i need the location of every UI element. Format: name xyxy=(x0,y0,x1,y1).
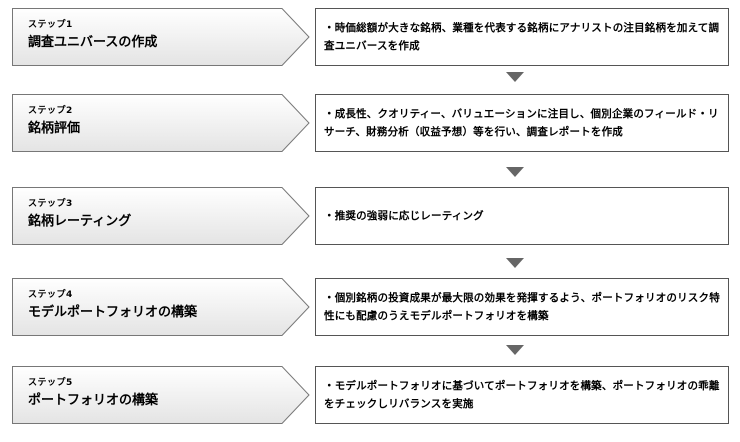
down-arrow-icon xyxy=(506,72,524,82)
step-description: ・時価総額が大きな銘柄、業種を代表する銘柄にアナリストの注目銘柄を加えて調査ユニ… xyxy=(324,22,720,52)
step-description-box: ・時価総額が大きな銘柄、業種を代表する銘柄にアナリストの注目銘柄を加えて調査ユニ… xyxy=(315,8,729,66)
step-description: ・個別銘柄の投資成果が最大限の効果を発揮するよう、ポートフォリオのリスク特性にも… xyxy=(324,292,720,322)
step-title: 銘柄評価 xyxy=(28,121,81,136)
down-arrow-icon xyxy=(506,258,524,268)
step-chevron-5 xyxy=(12,366,310,424)
down-arrow-icon xyxy=(506,345,524,355)
step-row-3: ステップ3 銘柄レーティング ・推奨の強弱に応じレーティング xyxy=(0,187,740,245)
step-description: ・モデルポートフォリオに基づいてポートフォリオを構築、ポートフォリオの乖離をチェ… xyxy=(324,380,720,410)
step-description: ・成長性、クオリティー、バリュエーションに注目し、個別企業のフィールド・リサーチ… xyxy=(324,108,719,138)
step-row-5: ステップ5 ポートフォリオの構築 ・モデルポートフォリオに基づいてポートフォリオ… xyxy=(0,366,740,424)
step-description-box: ・推奨の強弱に応じレーティング xyxy=(315,187,729,245)
step-row-2: ステップ2 銘柄評価 ・成長性、クオリティー、バリュエーションに注目し、個別企業… xyxy=(0,94,740,152)
down-arrow-icon xyxy=(506,167,524,177)
step-title: モデルポートフォリオの構築 xyxy=(28,305,198,320)
step-description: ・推奨の強弱に応じレーティング xyxy=(324,210,484,222)
step-chevron-4 xyxy=(12,278,310,336)
step-description-box: ・個別銘柄の投資成果が最大限の効果を発揮するよう、ポートフォリオのリスク特性にも… xyxy=(315,278,729,336)
step-description-box: ・モデルポートフォリオに基づいてポートフォリオを構築、ポートフォリオの乖離をチェ… xyxy=(315,366,729,424)
step-row-1: ステップ1 調査ユニバースの作成 ・時価総額が大きな銘柄、業種を代表する銘柄にア… xyxy=(0,8,740,66)
step-title: ポートフォリオの構築 xyxy=(28,393,159,408)
step-label: ステップ5 xyxy=(28,378,73,388)
step-label: ステップ3 xyxy=(28,199,73,209)
step-row-4: ステップ4 モデルポートフォリオの構築 ・個別銘柄の投資成果が最大限の効果を発揮… xyxy=(0,278,740,336)
step-chevron-2 xyxy=(12,94,310,152)
step-description-box: ・成長性、クオリティー、バリュエーションに注目し、個別企業のフィールド・リサーチ… xyxy=(315,94,729,152)
step-chevron-3 xyxy=(12,187,310,245)
step-title: 銘柄レーティング xyxy=(28,214,132,229)
step-title: 調査ユニバースの作成 xyxy=(28,35,158,50)
step-label: ステップ1 xyxy=(28,20,73,30)
step-chevron-1 xyxy=(12,8,310,66)
step-label: ステップ2 xyxy=(28,106,73,116)
step-label: ステップ4 xyxy=(28,290,73,300)
